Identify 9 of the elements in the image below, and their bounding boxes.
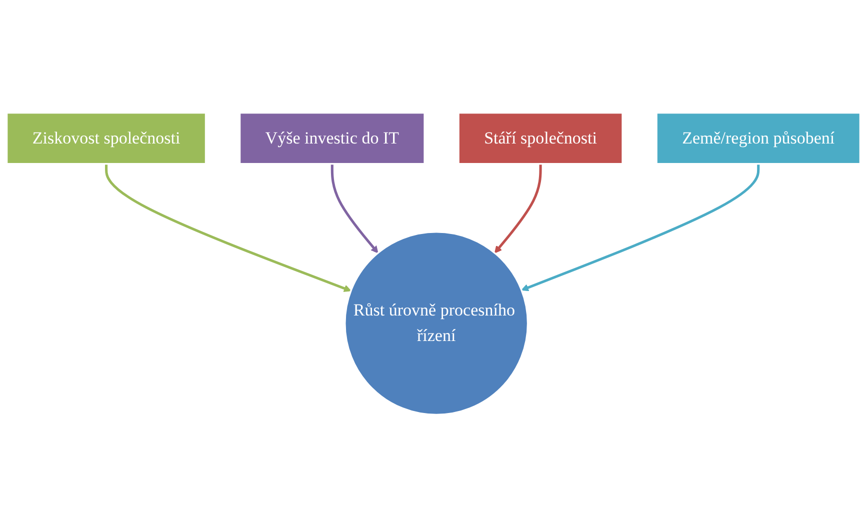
arrow xyxy=(521,164,760,291)
node-box: Ziskovost společnosti xyxy=(6,112,207,164)
arrow xyxy=(494,164,542,254)
arrow xyxy=(105,164,352,292)
node-circle: Růst úrovně procesního řízení xyxy=(344,230,529,416)
node-box: Výše investic do IT xyxy=(238,112,426,164)
arrow xyxy=(330,164,378,254)
node-box: Stáří společnosti xyxy=(458,112,624,164)
node-box: Země/region působení xyxy=(656,112,862,164)
